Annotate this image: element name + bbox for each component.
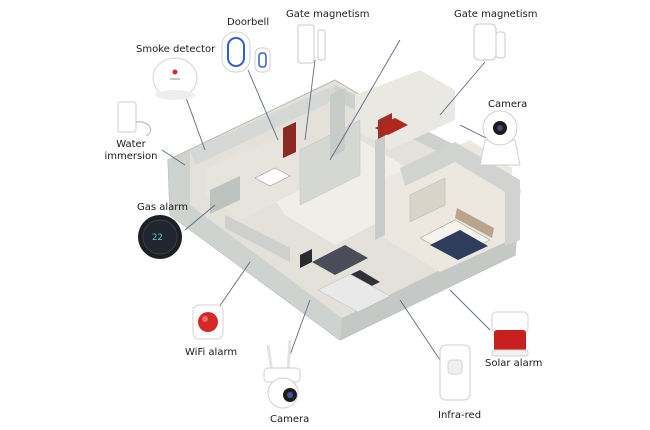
back-wall-left (190, 85, 335, 165)
gas-alarm-device (138, 215, 182, 259)
camera-top-label: Camera (488, 99, 528, 110)
gas-alarm-display: 22 (152, 233, 163, 243)
gate-magnetism-device-1 (297, 24, 326, 64)
infra-red-label: Infra-red (438, 410, 482, 421)
camera-bottom-device (263, 339, 301, 409)
connector-lines (161, 39, 491, 361)
front-door (283, 122, 296, 158)
gate-magnetism-label-2: Gate magnetism (454, 9, 538, 20)
water-immersion-label-line-1: Water (116, 139, 146, 150)
smoke-detector-label: Smoke detector (136, 44, 216, 55)
rug (317, 273, 391, 313)
camera-top-device (479, 110, 521, 166)
smoke-detector-device (152, 57, 198, 100)
doorbell-device (221, 31, 271, 73)
line-gas (184, 204, 216, 231)
gate-magnetism-label-1: Gate magnetism (286, 9, 370, 20)
wifi-alarm-label: WiFi alarm (185, 347, 238, 358)
gate-magnetism-device-2 (473, 23, 506, 61)
kitchen-counter (210, 176, 240, 214)
outer-wall-front (340, 232, 518, 340)
outer-wall-left (168, 150, 342, 340)
bed-blanket (430, 230, 488, 260)
gas-alarm-label: Gas alarm (137, 202, 188, 213)
line-solar (449, 289, 491, 331)
interior-wall-2 (375, 135, 385, 240)
interior-wall-3 (225, 215, 290, 262)
line-gate-2 (439, 61, 486, 116)
line-water (161, 149, 186, 166)
water-immersion-label-line-2: immersion (104, 151, 158, 162)
line-smoke (184, 94, 206, 151)
camera-bottom-label: Camera (270, 414, 310, 425)
dining-table (254, 167, 291, 187)
tv-unit (300, 249, 312, 268)
bed-headboard (455, 208, 494, 238)
line-camera-top (459, 124, 491, 141)
infra-red-device (439, 344, 471, 401)
line-doorbell (247, 69, 279, 141)
sofa (312, 245, 368, 275)
bathroom-rug (375, 118, 408, 135)
line-center (329, 39, 401, 161)
water-immersion-device (117, 101, 152, 137)
solar-alarm-device (491, 311, 529, 357)
line-infrared (399, 299, 441, 361)
wardrobe (409, 177, 446, 223)
line-camera-bottom (289, 299, 311, 356)
solar-alarm-label: Solar alarm (485, 358, 543, 369)
doorbell-label: Doorbell (227, 17, 270, 28)
line-gate-1 (304, 59, 316, 141)
wifi-alarm-device (192, 304, 224, 340)
bedroom-wall (400, 142, 520, 246)
water-immersion-label: Water immersion (101, 139, 161, 163)
